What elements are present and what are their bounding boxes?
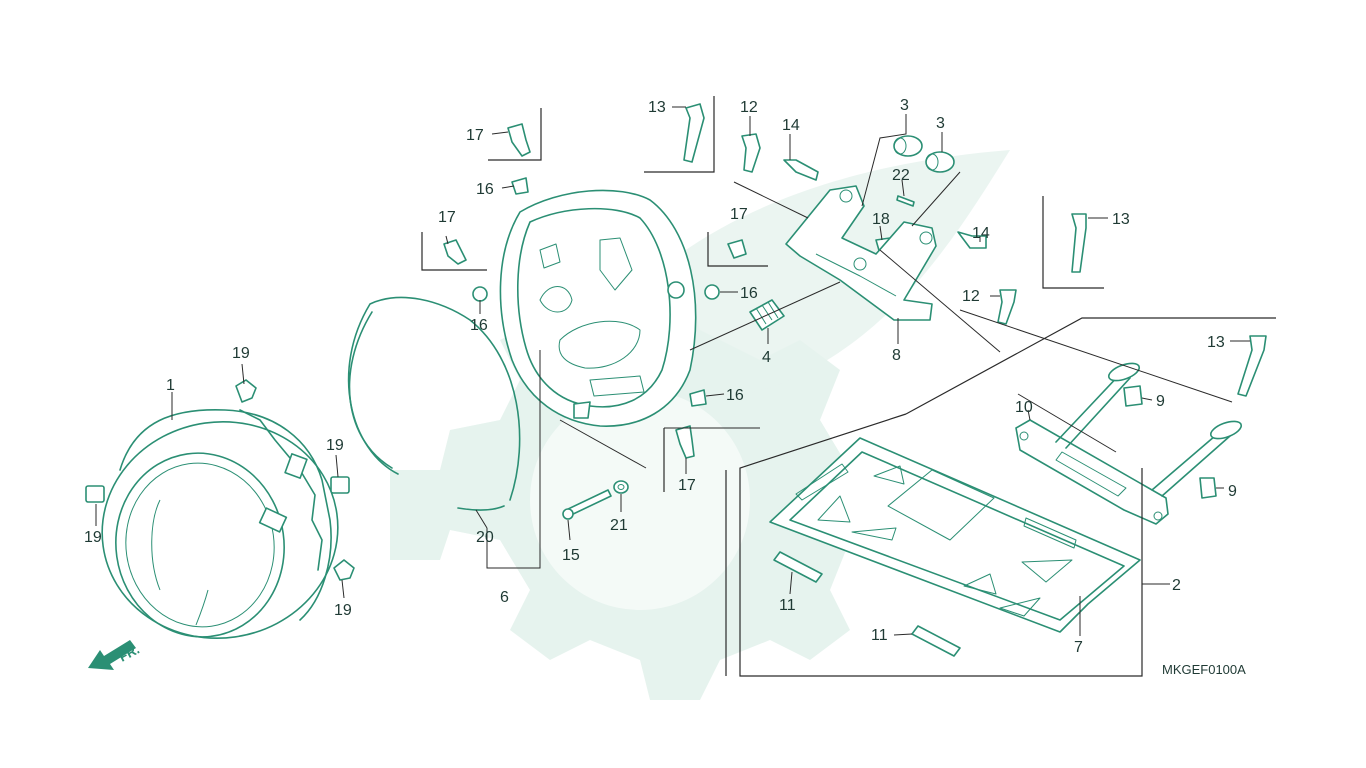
- pin-part-22: [896, 195, 915, 207]
- callout-13a: 13: [648, 99, 666, 116]
- callout-16b: 16: [470, 317, 488, 334]
- clip-part-19: [85, 379, 355, 581]
- callout-4: 4: [762, 349, 771, 366]
- callout-19a: 19: [232, 345, 250, 362]
- callout-9a: 9: [1156, 393, 1165, 410]
- watermark-logo: [390, 150, 1010, 700]
- callout-2: 2: [1172, 577, 1181, 594]
- callout-13c: 13: [1207, 334, 1225, 351]
- callout-10: 10: [1015, 399, 1033, 416]
- callout-17c: 17: [730, 206, 748, 223]
- callout-13b: 13: [1112, 211, 1130, 228]
- callout-19b: 19: [84, 529, 102, 546]
- callout-20: 20: [476, 529, 494, 546]
- callout-11b: 11: [871, 627, 888, 644]
- callout-9b: 9: [1228, 483, 1237, 500]
- callout-22: 22: [892, 167, 910, 184]
- callout-16a: 16: [476, 181, 494, 198]
- diagram-code: MKGEF0100A: [1162, 662, 1246, 677]
- callout-1: 1: [166, 377, 175, 394]
- callout-12b: 12: [962, 288, 980, 305]
- collar-bolt-part-17: [443, 123, 747, 459]
- bolt-part-13: [683, 103, 1267, 397]
- callout-6: 6: [500, 589, 509, 606]
- headlight-case: [499, 189, 697, 427]
- callout-17a: 17: [466, 127, 484, 144]
- bolt-part-12: [741, 133, 1017, 325]
- mounting-stay: [1015, 362, 1243, 525]
- callout-7: 7: [1074, 639, 1083, 656]
- callout-8: 8: [892, 347, 901, 364]
- callout-11a: 11: [779, 597, 796, 614]
- washer-part-21: [613, 480, 629, 494]
- callout-labels: 1 2 3 3 4 6 7 8 9 9 10 11 11 12 12 13 13…: [84, 97, 1237, 656]
- direction-label: FR.: [116, 642, 142, 665]
- front-direction-arrow-icon: FR.: [88, 640, 142, 670]
- bolt-part-15: [562, 489, 612, 520]
- callout-14b: 14: [972, 225, 990, 242]
- callout-12a: 12: [740, 99, 758, 116]
- bolt-part-14: [783, 159, 987, 249]
- callout-18: 18: [872, 211, 890, 228]
- headlight-unit: [101, 408, 339, 640]
- cushion-strip-part-11: [773, 551, 961, 657]
- headlight-bracket: [785, 185, 937, 321]
- rim-strip: [347, 296, 521, 511]
- callout-16c: 16: [740, 285, 758, 302]
- callout-17b: 17: [438, 209, 456, 226]
- bushing-part-3: [893, 135, 955, 173]
- carrier-plate: [769, 437, 1141, 633]
- callout-17d: 17: [678, 477, 696, 494]
- fastener-part-16: [472, 177, 720, 407]
- callout-15: 15: [562, 547, 580, 564]
- callout-3a: 3: [900, 97, 909, 114]
- leader-lines: [95, 96, 1276, 677]
- callout-16d: 16: [726, 387, 744, 404]
- callout-3b: 3: [936, 115, 945, 132]
- callout-19d: 19: [334, 602, 352, 619]
- callout-14a: 14: [782, 117, 800, 134]
- callout-19c: 19: [326, 437, 344, 454]
- collar-part-9: [1123, 385, 1217, 499]
- callout-21: 21: [610, 517, 628, 534]
